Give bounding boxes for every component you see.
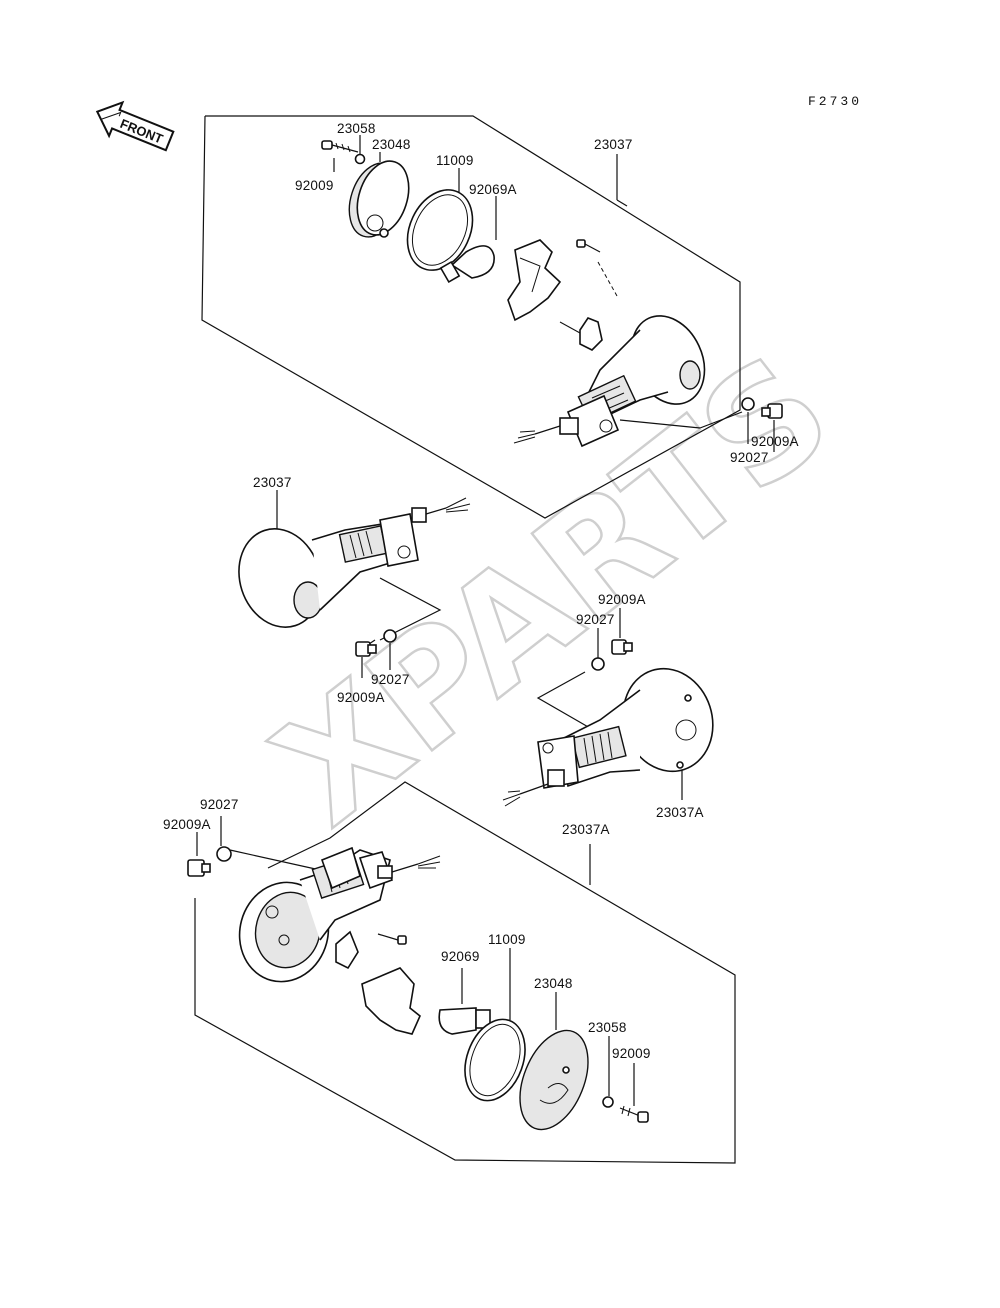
label-bottom-washer2: 23058 (588, 1020, 627, 1035)
clip-bottom (335, 930, 359, 970)
label-top-washer: 23058 (337, 121, 376, 136)
lens-23048-bottom (519, 992, 589, 1131)
bottom-assembly-group (187, 781, 736, 1164)
gasket-11009-bottom (464, 948, 526, 1102)
label-mid-right-washer: 92027 (576, 612, 615, 627)
label-top-assembly: 23037 (594, 137, 633, 152)
label-top-bulb: 92069A (469, 182, 517, 197)
label-bottom-bulb: 92069 (441, 949, 480, 964)
screw-92009-bottom (619, 1063, 649, 1123)
label-bottom-screw: 92009 (612, 1046, 651, 1061)
mid-left-assembly-group (238, 490, 471, 678)
bolt-92009A-top (761, 403, 783, 419)
label-mid-right-assembly: 23037A (656, 805, 704, 820)
label-top-gasket: 11009 (436, 153, 474, 168)
label-mid-left-bolt: 92009A (337, 690, 385, 705)
socket-bracket-top (507, 239, 562, 322)
small-screw-bottom (377, 933, 407, 945)
label-bottom-bolt: 92009A (163, 817, 211, 832)
label-mid-right-bolt: 92009A (598, 592, 646, 607)
figure-code: F2730 (808, 94, 862, 109)
mid-right-assembly-group (502, 608, 714, 807)
label-bottom-assembly: 23037A (562, 822, 610, 837)
bolt-92009A-midright (611, 639, 633, 655)
label-bottom-lens: 23048 (534, 976, 573, 991)
label-bottom-gasket: 11009 (488, 932, 526, 947)
turn-signal-housing-top (513, 315, 706, 448)
label-top-mount-bolt: 92009A (751, 434, 799, 449)
label-mid-left-assembly: 23037 (253, 475, 292, 490)
bulb-92069-bottom (438, 968, 491, 1035)
label-top-screw: 92009 (295, 178, 334, 193)
front-arrow-icon: FRONT (95, 100, 175, 152)
socket-bracket-bottom (361, 967, 421, 1035)
bolt-92009A-bottom (187, 859, 211, 877)
label-top-mount-washer: 92027 (730, 450, 769, 465)
screw-92009-top (321, 140, 359, 153)
bolt-92009A-midleft (355, 641, 377, 657)
label-mid-left-washer: 92027 (371, 672, 410, 687)
top-assembly-group (201, 115, 783, 519)
lens-23048-top (348, 152, 410, 238)
bulb-92069A-top (439, 196, 497, 284)
turn-signal-housing-bottom (238, 846, 441, 983)
label-bottom-washer: 92027 (200, 797, 239, 812)
gasket-11009-top (406, 168, 474, 271)
clip-top (579, 317, 603, 351)
small-screw-top (576, 239, 601, 253)
label-top-lens: 23048 (372, 137, 411, 152)
